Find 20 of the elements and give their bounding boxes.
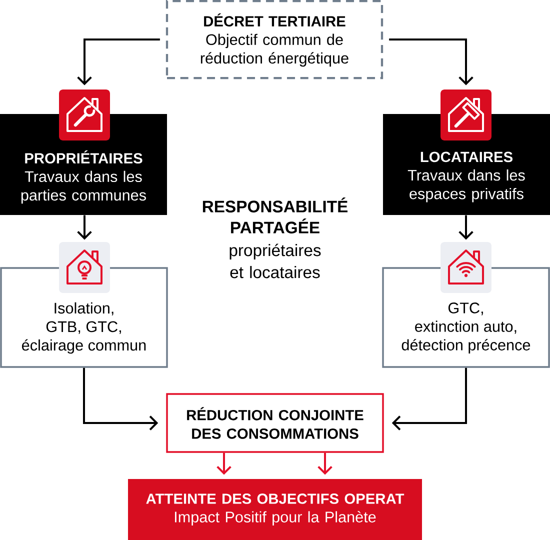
process-box: RÉDUCTION CONJOINTE DES CONSOMMATIONS [166, 393, 384, 453]
arrow [458, 215, 474, 240]
house-wifi-icon [440, 242, 492, 293]
arrow [318, 452, 332, 475]
arrow [77, 38, 160, 86]
house-bulb-icon [59, 242, 110, 293]
dashed-box: DÉCRET TERTIAIRE Objectif commun de réduction énergétique [166, 0, 384, 80]
result-box: ATTEINTE DES OBJECTIFS OPERAT Impact Positif pour la Planète [128, 479, 422, 540]
process-box: Isolation, GTB, GTC, éclairage commun [0, 267, 168, 368]
house-hammer-icon [440, 90, 492, 140]
arrow [392, 368, 467, 430]
process-box: GTC, extinction auto, détection précence [382, 267, 550, 368]
subtitle: propriétaires et locataires [230, 244, 321, 278]
process-box: LOCATAIRES Travaux dans les espaces privatifs [383, 114, 550, 215]
arrow [77, 215, 92, 240]
arrow [389, 38, 474, 86]
arrow [83, 368, 158, 430]
arrow [216, 452, 232, 475]
house-wrench-icon [59, 90, 110, 140]
process-box: PROPRIÉTAIRES Travaux dans les parties communes [0, 114, 167, 215]
